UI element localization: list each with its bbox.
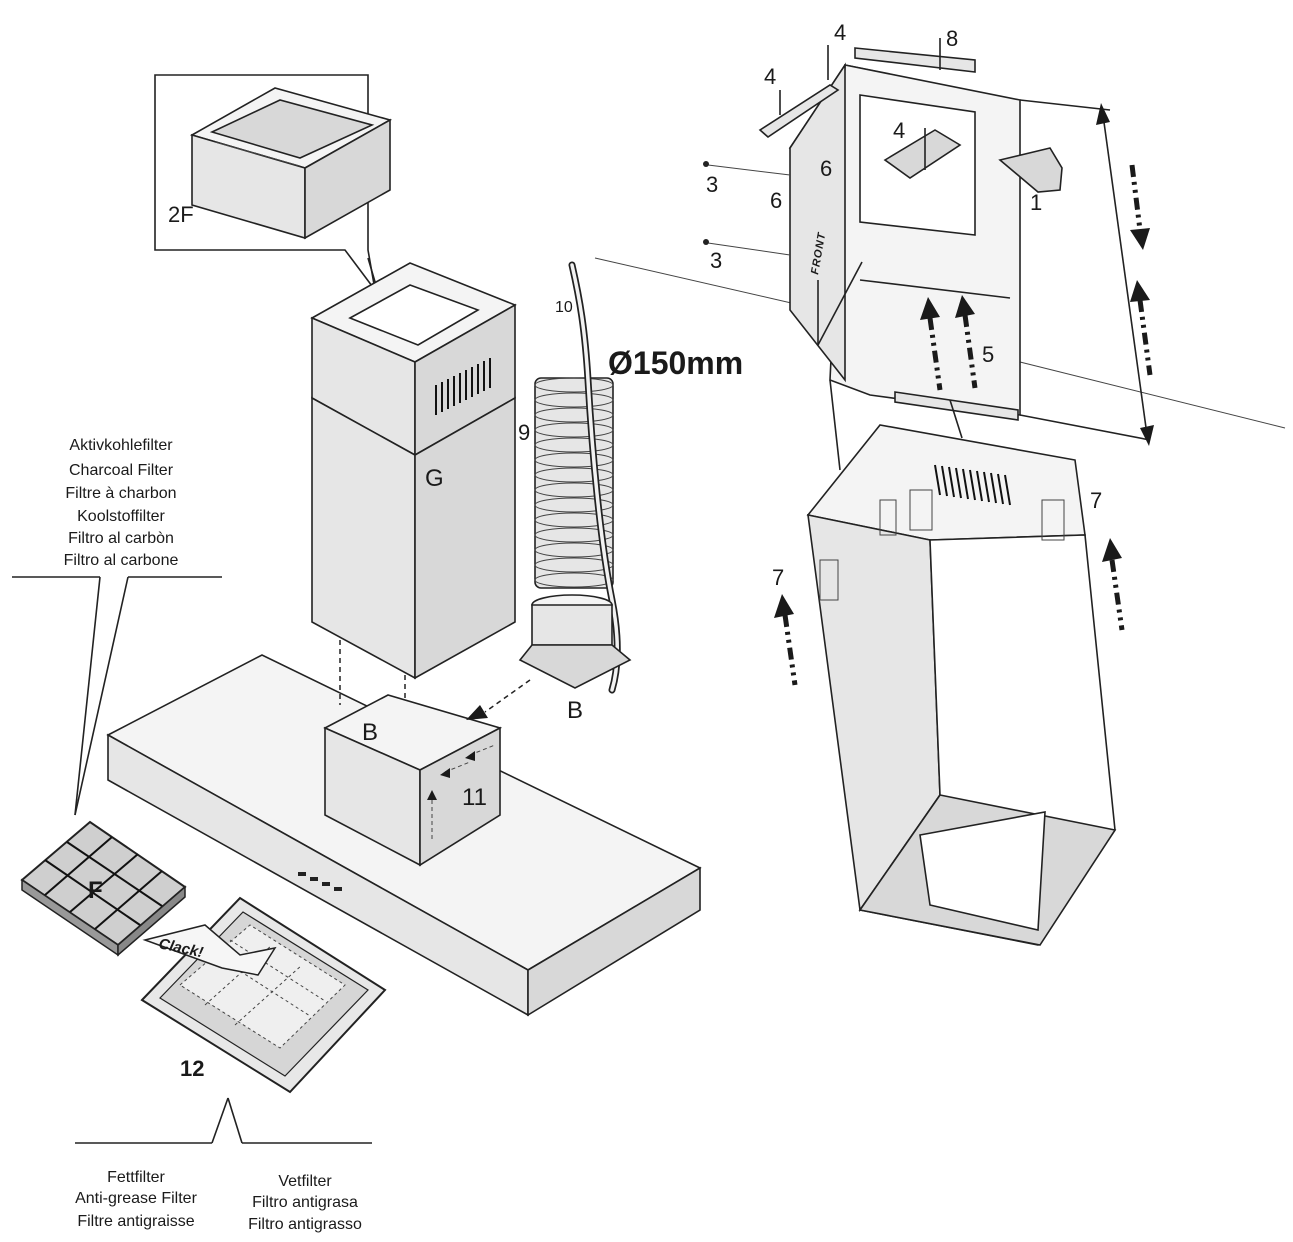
mounting-bracket: FRONT [703, 38, 1063, 471]
label-1: 1 [1030, 190, 1042, 215]
recirculation-box: B 11 [323, 640, 503, 867]
label-2f: 2F [168, 202, 194, 227]
chimney-upper [310, 262, 517, 457]
charcoal-name-3: Koolstoffilter [77, 508, 165, 525]
label-4-left: 4 [764, 64, 776, 89]
charcoal-name-0: Aktivkohlefilter [69, 437, 173, 454]
grease-name-right-1: Filtro antigrasa [252, 1194, 358, 1211]
chimney-cover [806, 424, 1117, 946]
label-7-right: 7 [1090, 488, 1102, 513]
label-f: F [88, 877, 103, 904]
label-11: 11 [462, 784, 487, 811]
charcoal-name-1: Charcoal Filter [69, 462, 174, 479]
label-3-bottom: 3 [710, 248, 722, 273]
label-6-inner: 6 [820, 156, 832, 181]
charcoal-filter-callout: Aktivkohlefilter Charcoal Filter Filtre … [12, 437, 222, 816]
label-9: 9 [518, 420, 530, 445]
label-6-left: 6 [770, 188, 782, 213]
grease-name-right-0: Vetfilter [278, 1173, 332, 1190]
direction-arrows [774, 164, 1153, 686]
label-8: 8 [946, 26, 958, 51]
label-7-left: 7 [772, 565, 784, 590]
label-5: 5 [982, 342, 994, 367]
label-g: G [425, 465, 444, 492]
label-4-inner: 4 [893, 118, 905, 143]
grease-name-left-0: Fettfilter [107, 1169, 165, 1186]
vent-slots-lower [934, 464, 1011, 506]
chimney-lower: G [311, 396, 516, 680]
diameter-label: Ø150mm [608, 345, 743, 381]
label-4-top: 4 [834, 20, 846, 45]
charcoal-name-2: Filtre à charbon [65, 485, 176, 502]
duct-connector: B [466, 594, 632, 724]
label-12: 12 [180, 1056, 204, 1081]
charcoal-name-4: Filtro al carbòn [68, 530, 174, 547]
vent-slots [435, 358, 491, 415]
label-b-left: B [362, 719, 378, 746]
grease-name-left-1: Anti-grease Filter [75, 1190, 197, 1207]
power-cable: 10 [555, 261, 621, 694]
charcoal-name-5: Filtro al carbone [64, 552, 179, 569]
control-buttons [298, 872, 342, 891]
label-b-right: B [567, 697, 583, 724]
grease-filter: Clack! 12 [140, 896, 387, 1094]
label-3-top: 3 [706, 172, 718, 197]
grease-name-right-2: Filtro antigrasso [248, 1216, 362, 1233]
grease-filter-callout: Fettfilter Anti-grease Filter Filtre ant… [75, 1097, 372, 1233]
grease-name-left-2: Filtre antigraisse [77, 1213, 194, 1230]
callout-2f: 2F [154, 74, 393, 291]
label-10: 10 [555, 299, 573, 316]
charcoal-filter: F [20, 820, 187, 957]
dimension-arrow [1019, 99, 1154, 446]
